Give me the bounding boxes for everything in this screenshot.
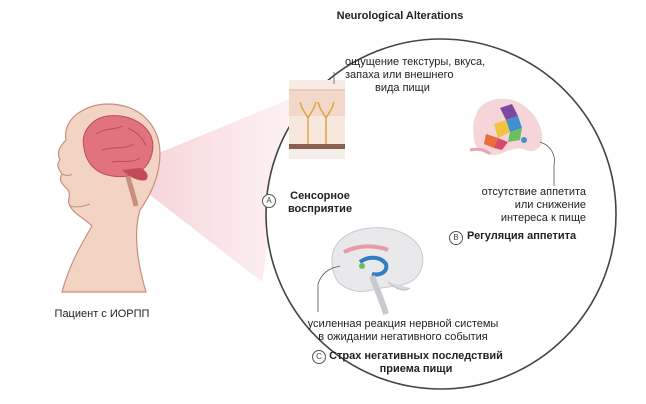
description-line: в ожидании негативного события	[318, 331, 488, 343]
fear-title: Страх негативных последствий приема пищи	[328, 350, 504, 376]
description-line: отсутствие аппетита	[481, 186, 586, 198]
description-line: запаха или внешнего	[345, 69, 454, 81]
sensory-description: ощущение текстуры, вкуса, запаха или вне…	[345, 56, 495, 95]
title-line: восприятие	[287, 203, 353, 215]
diagram-title: Neurological Alterations	[336, 10, 464, 22]
hypothalamus-illustration	[469, 98, 555, 186]
fear-description: усиленная реакция нервной системы в ожид…	[296, 318, 510, 344]
badge-b: B	[449, 231, 463, 245]
appetite-description: отсутствие аппетита или снижение интерес…	[446, 186, 586, 225]
description-line: усиленная реакция нервной системы	[307, 318, 499, 330]
callout-beam	[118, 98, 292, 282]
badge-c: C	[312, 350, 326, 364]
title-line: приема пищи	[379, 363, 453, 375]
patient-label: Пациент с ИОРПП	[54, 308, 150, 320]
title-line: Страх негативных последствий	[329, 350, 503, 362]
patient-head-illustration	[57, 103, 161, 293]
description-line: интереса к пище	[500, 212, 586, 224]
description-line: ощущение текстуры, вкуса,	[345, 56, 486, 68]
description-line: вида пищи	[375, 82, 430, 94]
title-line: Сенсорное	[290, 190, 350, 202]
sensory-title: Сенсорное восприятие	[278, 190, 362, 216]
description-line: или снижение	[514, 199, 586, 211]
appetite-title: Регуляция аппетита	[467, 230, 577, 242]
skin-cross-section-illustration	[289, 72, 345, 159]
brain-sagittal-illustration	[317, 227, 424, 315]
badge-a: A	[262, 194, 276, 208]
